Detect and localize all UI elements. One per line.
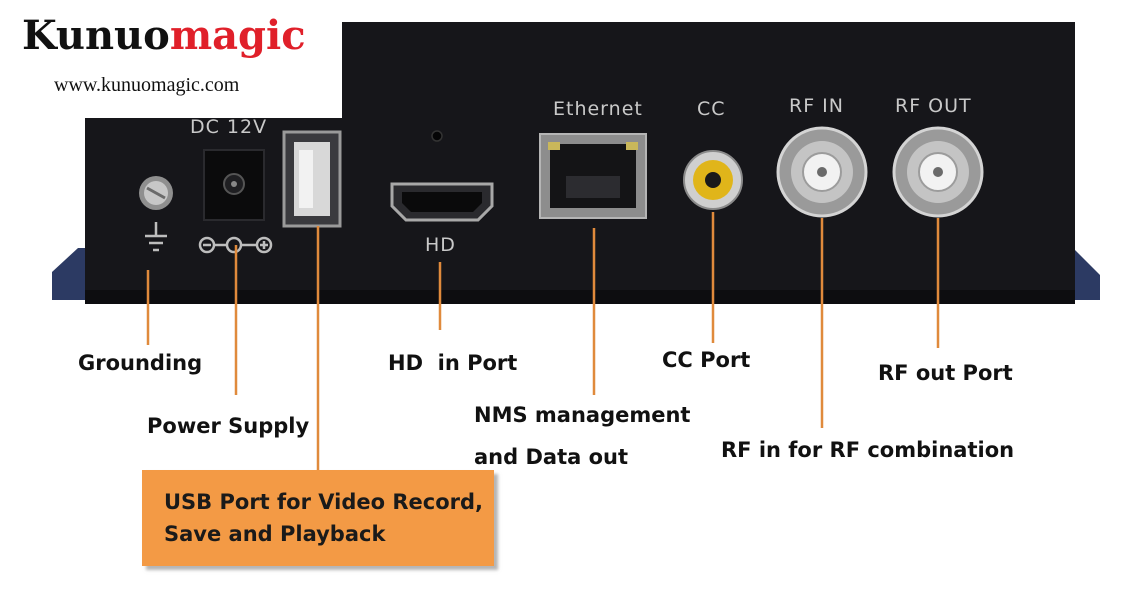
cc-label: CC [697,98,726,120]
hdmi-port [390,182,494,222]
hd-label: HD [425,234,456,256]
website-url: www.kunuomagic.com [54,74,240,96]
ethernet-label: Ethernet [553,98,643,120]
rf-out-connector [892,126,984,218]
ground-symbol-icon [145,222,167,252]
brand-logo: Kunuomagic [22,12,306,60]
cc-port-callout: CC Port [662,348,750,372]
rf-in-callout: RF in for RF combination [721,438,1014,462]
brand-name-part2: magic [169,12,306,59]
panel-bottom-edge [85,290,1075,304]
nms-callout-line2: and Data out [474,445,628,469]
rf-out-label: RF OUT [895,95,972,117]
logo-block: Kunuomagic www.kunuomagic.com [0,0,342,118]
usb-port [282,130,342,228]
ethernet-port [539,133,647,219]
nms-callout-line1: NMS management [474,403,690,427]
panel-hole [431,130,443,142]
usb-callout-line1: USB Port for Video Record, [164,490,483,514]
rf-in-label: RF IN [789,95,844,117]
polarity-symbol-icon [198,236,273,254]
dc-power-jack [203,149,265,221]
grounding-callout: Grounding [78,351,202,375]
brand-name-part1: Kunuo [22,12,170,59]
grounding-screw [139,176,173,210]
usb-callout-line2: Save and Playback [164,522,386,546]
usb-callout-box: USB Port for Video Record, Save and Play… [142,470,494,566]
hd-in-port-callout: HD in Port [388,351,517,375]
dc-12v-label: DC 12V [190,116,267,138]
cc-rca-jack [683,150,743,210]
power-supply-callout: Power Supply [147,414,309,438]
rf-in-connector [776,126,868,218]
rf-out-callout: RF out Port [878,361,1013,385]
